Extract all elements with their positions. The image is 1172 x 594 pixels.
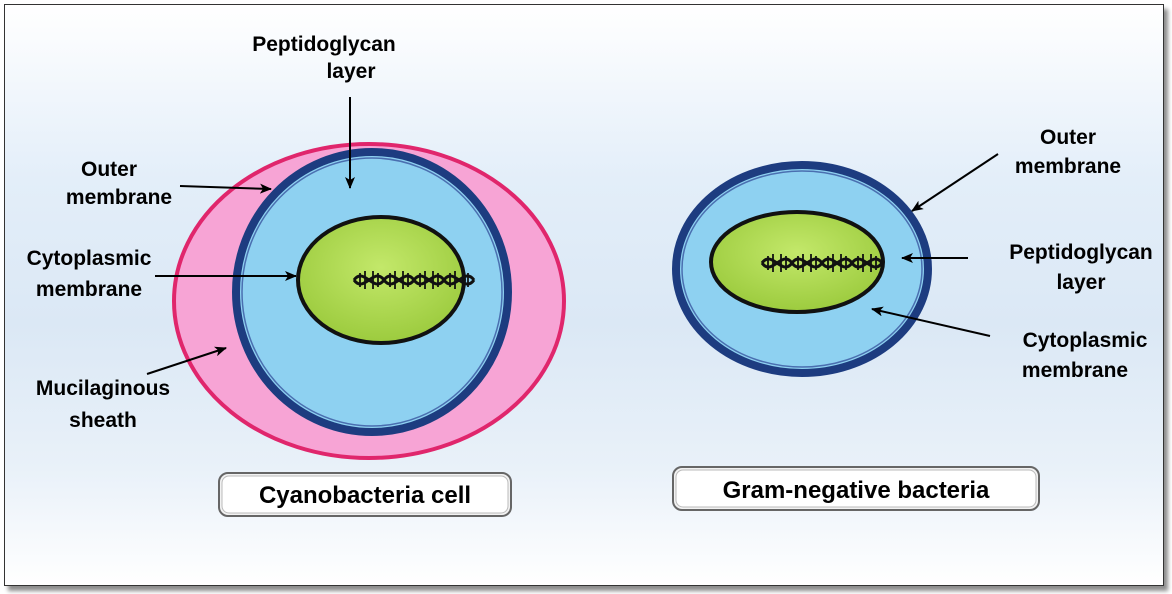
svg-text:Gram-negative bacteria: Gram-negative bacteria: [723, 477, 990, 504]
label-mucilaginous-sheath: sheath: [69, 409, 137, 432]
label-peptidoglycan-layer: layer: [326, 60, 375, 83]
label-outer: Outer: [81, 158, 137, 181]
gn-label-peptidoglycan-layer: layer: [1056, 271, 1105, 294]
diagram-frame: Peptidoglycan layer Outer membrane Cytop…: [4, 4, 1164, 586]
peptidoglycan-layer: [241, 157, 503, 427]
caption-cyanobacteria: Cyanobacteria cell: [218, 472, 512, 517]
svg-text:Cyanobacteria cell: Cyanobacteria cell: [259, 482, 471, 509]
cytoplasm: [296, 215, 466, 345]
gn-label-peptidoglycan: Peptidoglycan: [1009, 241, 1153, 264]
label-mucilaginous: Mucilaginous: [36, 377, 170, 400]
label-outer-membrane: membrane: [66, 186, 172, 209]
cyanobacteria-cell: [172, 142, 566, 460]
label-cytoplasmic-membrane: membrane: [36, 278, 142, 301]
arrow-mucilaginous-sheath: [146, 346, 227, 375]
cell-diagram: Peptidoglycan layer Outer membrane Cytop…: [27, 33, 1153, 517]
gn-label-cytoplasmic-membrane: membrane: [1022, 359, 1128, 382]
gn-label-outer: Outer: [1040, 126, 1096, 149]
caption-gram-negative: Gram-negative bacteria: [672, 466, 1040, 511]
gn-arrow-cytoplasmic-membrane: [871, 306, 991, 337]
gram-negative-cell: [672, 161, 932, 377]
label-cytoplasmic: Cytoplasmic: [27, 247, 152, 270]
gn-label-outer-membrane: membrane: [1015, 155, 1121, 178]
label-peptidoglycan: Peptidoglycan: [252, 33, 396, 56]
gn-peptidoglycan-layer: [681, 170, 923, 368]
gn-label-cytoplasmic: Cytoplasmic: [1023, 329, 1148, 352]
gn-arrow-outer-membrane: [911, 153, 999, 212]
arrow-outer-membrane: [179, 183, 272, 194]
